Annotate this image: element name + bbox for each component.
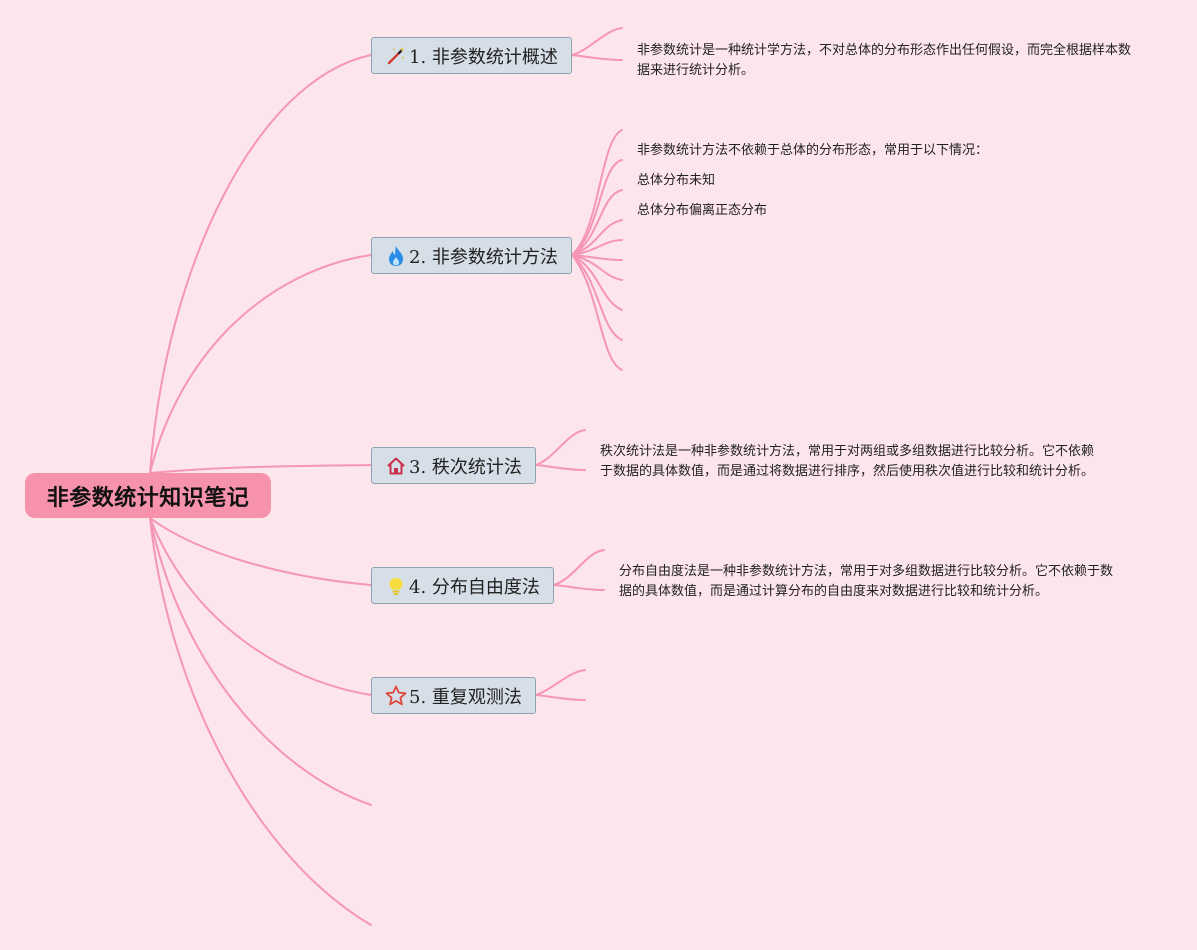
connector-topic-2-note-3 <box>571 189 623 256</box>
flame-icon <box>385 245 407 267</box>
connector-topic-2-note-4 <box>571 219 623 256</box>
connector-topic-2-note-10 <box>571 254 623 371</box>
connector-topic-4-note-1 <box>553 549 605 586</box>
connector-topic-2-note-7 <box>571 254 623 281</box>
topic-4[interactable]: 4. 分布自由度法 <box>371 567 554 604</box>
topic-3-label: 3. 秩次统计法 <box>409 456 522 478</box>
connector-topic-5-note-1 <box>535 669 586 696</box>
topic-3[interactable]: 3. 秩次统计法 <box>371 447 536 484</box>
topic-1-label: 1. 非参数统计概述 <box>409 46 558 68</box>
topic-2-note-2: 总体分布未知 <box>637 173 716 188</box>
connector-topic-1-note-2 <box>571 54 623 61</box>
magic-wand-icon <box>385 45 407 67</box>
connector-root-topic-2 <box>149 254 372 474</box>
topic-1[interactable]: 1. 非参数统计概述 <box>371 37 572 74</box>
house-icon <box>385 455 407 477</box>
connector-root-empty-6 <box>149 517 372 806</box>
topic-2-note-1: 非参数统计方法不依赖于总体的分布形态，常用于以下情况： <box>637 143 989 158</box>
star-icon <box>385 685 407 707</box>
topic-1-note-1: 非参数统计是一种统计学方法，不对总体的分布形态作出任何假设，而完全根据样本数据来… <box>637 43 1132 78</box>
connector-topic-3-note-2 <box>535 464 586 471</box>
connector-topic-4-note-2 <box>553 584 605 591</box>
connector-topic-5-note-2 <box>535 694 586 701</box>
connector-topic-2-note-5 <box>571 239 623 256</box>
root-topic[interactable]: 非参数统计知识笔记 <box>25 473 271 518</box>
topic-5[interactable]: 5. 重复观测法 <box>371 677 536 714</box>
connector-topic-2-note-1 <box>571 129 623 256</box>
lightbulb-icon <box>385 575 407 597</box>
topic-2-note-3: 总体分布偏离正态分布 <box>637 203 768 218</box>
connector-topic-3-note-1 <box>535 429 586 466</box>
connector-topic-2-note-9 <box>571 254 623 341</box>
connector-root-topic-5 <box>149 517 372 696</box>
topic-3-note-1: 秩次统计法是一种非参数统计方法，常用于对两组或多组数据进行比较分析。它不依赖于数… <box>600 444 1095 479</box>
topic-2-label: 2. 非参数统计方法 <box>409 246 558 268</box>
connector-topic-1-note-1 <box>571 27 623 56</box>
root-title: 非参数统计知识笔记 <box>46 485 250 511</box>
connector-topic-2-note-8 <box>571 254 623 311</box>
topic-4-note-1: 分布自由度法是一种非参数统计方法，常用于对多组数据进行比较分析。它不依赖于数据的… <box>619 564 1114 599</box>
topic-5-label: 5. 重复观测法 <box>409 686 522 708</box>
connector-root-empty-7 <box>149 517 372 926</box>
connector-root-topic-3 <box>149 464 372 474</box>
connector-root-topic-1 <box>149 54 372 474</box>
topic-4-label: 4. 分布自由度法 <box>409 576 540 598</box>
connector-topic-2-note-2 <box>571 159 623 256</box>
connector-root-topic-4 <box>149 517 372 586</box>
topic-2[interactable]: 2. 非参数统计方法 <box>371 237 572 274</box>
